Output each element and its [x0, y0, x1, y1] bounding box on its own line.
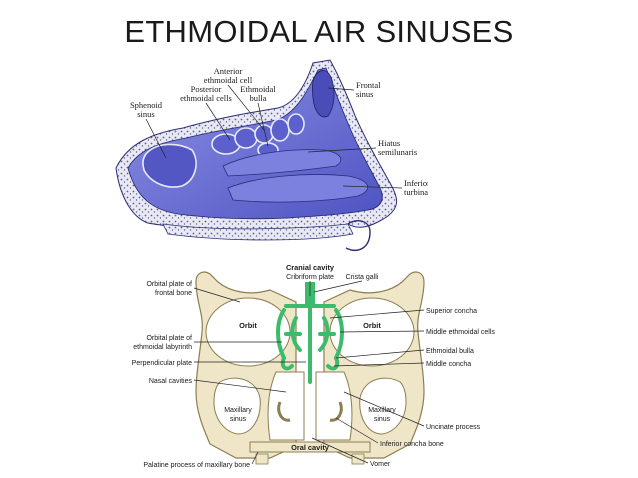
label-perpendicular-plate: Perpendicular plate	[132, 360, 192, 367]
label-oral-cavity: Oral cavity	[291, 443, 330, 452]
nasal-cavity-left	[267, 371, 305, 441]
label-orbital-plate-frontal-2: frontal bone	[155, 290, 192, 297]
label-sphenoid-sinus: Sphenoid	[130, 100, 163, 110]
ethmoidal-cells-cluster	[211, 113, 305, 158]
label-superior-concha: Superior concha	[426, 308, 477, 315]
label-nasal-cavities: Nasal cavities	[149, 378, 193, 385]
label-maxillary-sinus-right-2: sinus	[374, 416, 391, 423]
frontal-sinus	[312, 70, 335, 118]
label-crista-galli: Crista galli	[346, 274, 379, 281]
label-inferior-turbinate-2: turbinate	[404, 187, 428, 197]
label-orbital-plate-labyrinth-2: ethmoidal labyrinth	[133, 344, 192, 351]
nasal-floor-bone	[162, 223, 354, 241]
teeth-right	[351, 453, 365, 465]
nasal-cavity-right	[315, 371, 353, 441]
label-orbital-plate-labyrinth: Orbital plate of	[146, 335, 192, 342]
palate-bone	[249, 441, 371, 453]
label-middle-concha: Middle concha	[426, 361, 471, 368]
label-ethmoidal-bulla-2: bulla	[250, 93, 267, 103]
bottom-leader-lines	[193, 280, 425, 465]
label-middle-ethmoidal-cells: Middle ethmoidal cells	[426, 329, 495, 336]
maxillary-sinus-left-cavity	[213, 377, 261, 435]
label-vomer: Vomer	[370, 461, 391, 468]
label-posterior-ethmoidal-cells: Posterior	[191, 84, 222, 94]
label-anterior-ethmoidal-cell-2: ethmoidal cell	[204, 75, 253, 85]
teeth-left	[255, 453, 269, 465]
inferior-concha-left	[277, 401, 291, 422]
maxillary-sinus-right-cavity	[359, 377, 407, 435]
sphenoid-sinus	[142, 143, 197, 188]
label-orbital-plate-frontal: Orbital plate of	[146, 281, 192, 288]
label-maxillary-sinus-left-2: sinus	[230, 416, 247, 423]
label-ethmoidal-bulla-bottom: Ethmoidal bulla	[426, 348, 474, 355]
sagittal-nasal-section-figure: Anterior ethmoidal cell Posterior ethmoi…	[115, 59, 428, 251]
label-orbit-left: Orbit	[239, 321, 257, 330]
label-palatine-process: Palatine process of maxillary bone	[143, 462, 250, 469]
nasal-ala	[345, 220, 371, 251]
label-inferior-turbinate: Inferior	[404, 178, 428, 188]
label-frontal-sinus-2: sinus	[356, 89, 373, 99]
label-orbit-right: Orbit	[363, 321, 381, 330]
label-hiatus-semilunaris: Hiatus	[378, 138, 400, 148]
label-maxillary-sinus-right: Maxillary	[368, 407, 396, 414]
label-hiatus-semilunaris-2: semilunaris	[378, 147, 417, 157]
label-posterior-ethmoidal-cells-2: ethmoidal cells	[180, 93, 232, 103]
label-anterior-ethmoidal-cell: Anterior	[214, 66, 243, 76]
coronal-ethmoid-section-figure: Orbit Orbit Maxillary sinus Maxillary si…	[132, 263, 496, 469]
label-cribriform-plate: Cribriform plate	[286, 274, 334, 281]
label-inferior-concha-bone: Inferior concha bone	[380, 441, 444, 448]
label-ethmoidal-bulla: Ethmoidal	[240, 84, 276, 94]
label-maxillary-sinus-left: Maxillary	[224, 407, 252, 414]
label-cranial-cavity: Cranial cavity	[286, 263, 335, 272]
label-sphenoid-sinus-2: sinus	[137, 109, 154, 119]
label-frontal-sinus: Frontal	[356, 80, 381, 90]
inferior-concha-right	[329, 401, 343, 422]
label-uncinate-process: Uncinate process	[426, 424, 481, 431]
middle-turbinate	[222, 149, 342, 177]
slide-title: ETHMOIDAL AIR SINUSES	[124, 14, 514, 49]
top-leader-lines	[145, 84, 403, 189]
